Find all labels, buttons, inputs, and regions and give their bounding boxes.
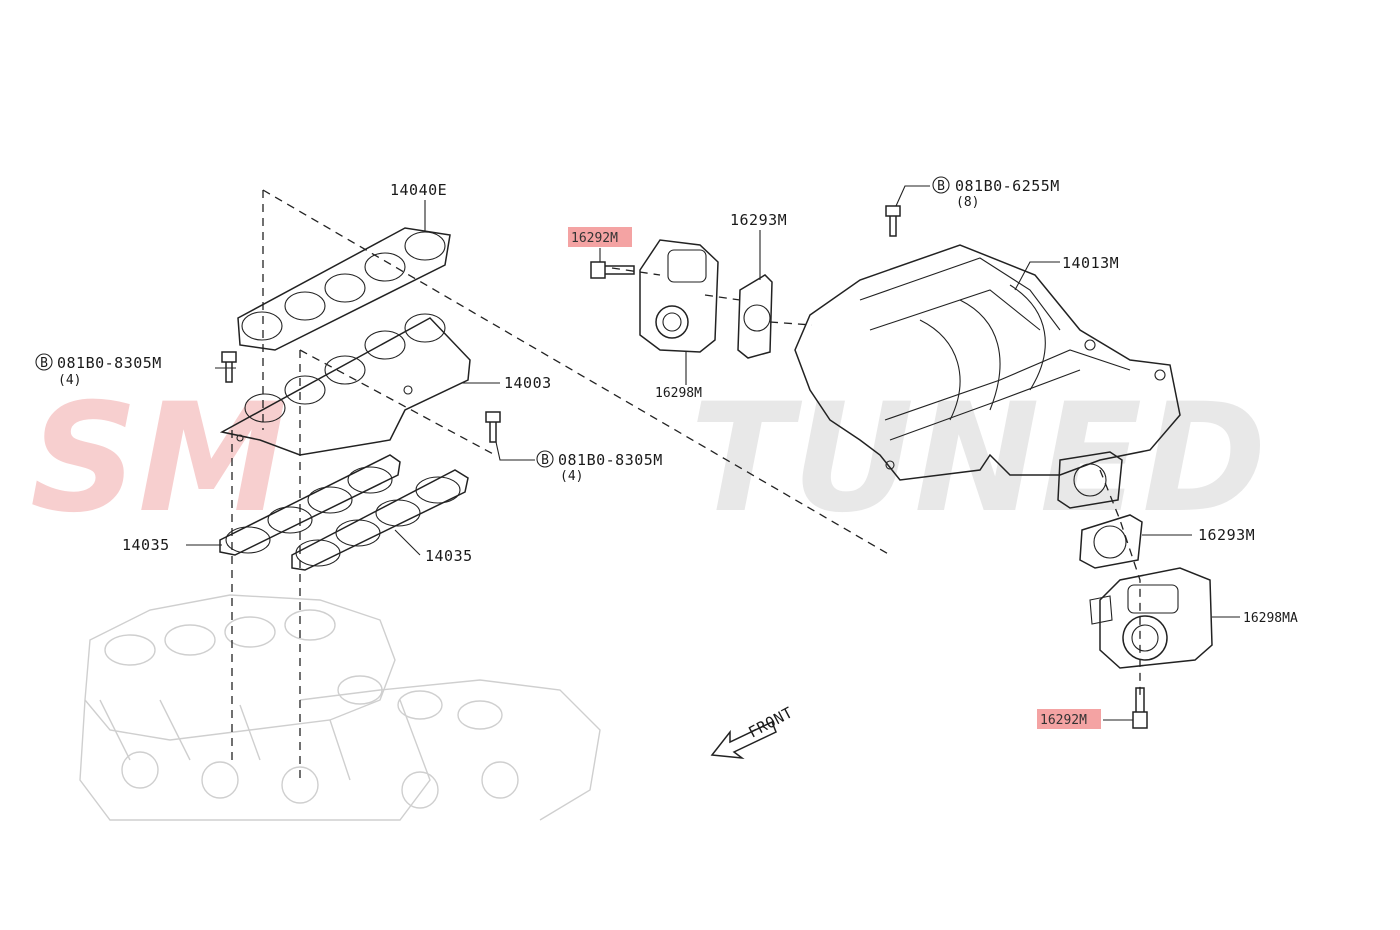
label-16293M-top: 16293M [730, 211, 787, 229]
label-16298M: 16298M [655, 386, 702, 401]
watermark-logo: SM TUNED [30, 372, 1267, 546]
label-14013M: 14013M [1062, 254, 1119, 272]
bolt-symbol-circle-mid [536, 450, 554, 468]
watermark-text-left: SM [30, 372, 287, 546]
throttle-gasket-16293M-top [737, 274, 773, 359]
throttle-gasket-16293M-right [1079, 514, 1143, 569]
label-bolt-top-qty: (8) [956, 195, 979, 210]
bolt-symbol-circle-left [35, 353, 53, 371]
label-14035-right: 14035 [425, 547, 473, 565]
upper-gasket-14040E [237, 227, 451, 351]
label-bolt-top-code: 081B0-6255M [955, 177, 1060, 195]
highlight-box-bottom [1037, 709, 1101, 729]
alignment-lines [231, 189, 1141, 780]
bolt-symbol-top: B [937, 179, 945, 194]
engine-block-outline [79, 594, 601, 821]
label-front: FRONT [745, 703, 796, 741]
collector-14003 [219, 313, 471, 456]
bolt-symbol-mid: B [541, 453, 549, 468]
bolt-symbol-left: B [40, 356, 48, 371]
leader-lines [186, 185, 1240, 721]
front-arrow [710, 720, 777, 760]
lower-gasket-left-14035 [219, 454, 401, 556]
label-16298MA: 16298MA [1243, 611, 1298, 626]
label-16292M-bottom: 16292M [1040, 713, 1087, 728]
watermark-text-right: TUNED [690, 372, 1267, 546]
screw-top-16292M [590, 261, 635, 279]
manifold-throttle-flange [1057, 451, 1123, 509]
label-bolt-mid-qty: (4) [560, 469, 583, 484]
bolt-left [221, 351, 237, 383]
label-16292M-top: 16292M [571, 231, 618, 246]
throttle-body-16298M [639, 239, 719, 353]
label-14035-left: 14035 [122, 536, 170, 554]
bolt-symbol-circle-top [932, 176, 950, 194]
throttle-body-16298MA [1089, 567, 1213, 669]
label-14040E: 14040E [390, 181, 447, 199]
bolt-mid [485, 411, 501, 443]
label-16293M-right: 16293M [1198, 526, 1255, 544]
lower-gasket-right-14035 [291, 469, 469, 571]
label-bolt-left-qty: (4) [58, 373, 81, 388]
label-14003: 14003 [504, 374, 552, 392]
label-bolt-left-code: 081B0-8305M [57, 354, 162, 372]
highlight-box-top [568, 227, 632, 247]
label-bolt-mid-code: 081B0-8305M [558, 451, 663, 469]
bolt-top [885, 205, 901, 237]
